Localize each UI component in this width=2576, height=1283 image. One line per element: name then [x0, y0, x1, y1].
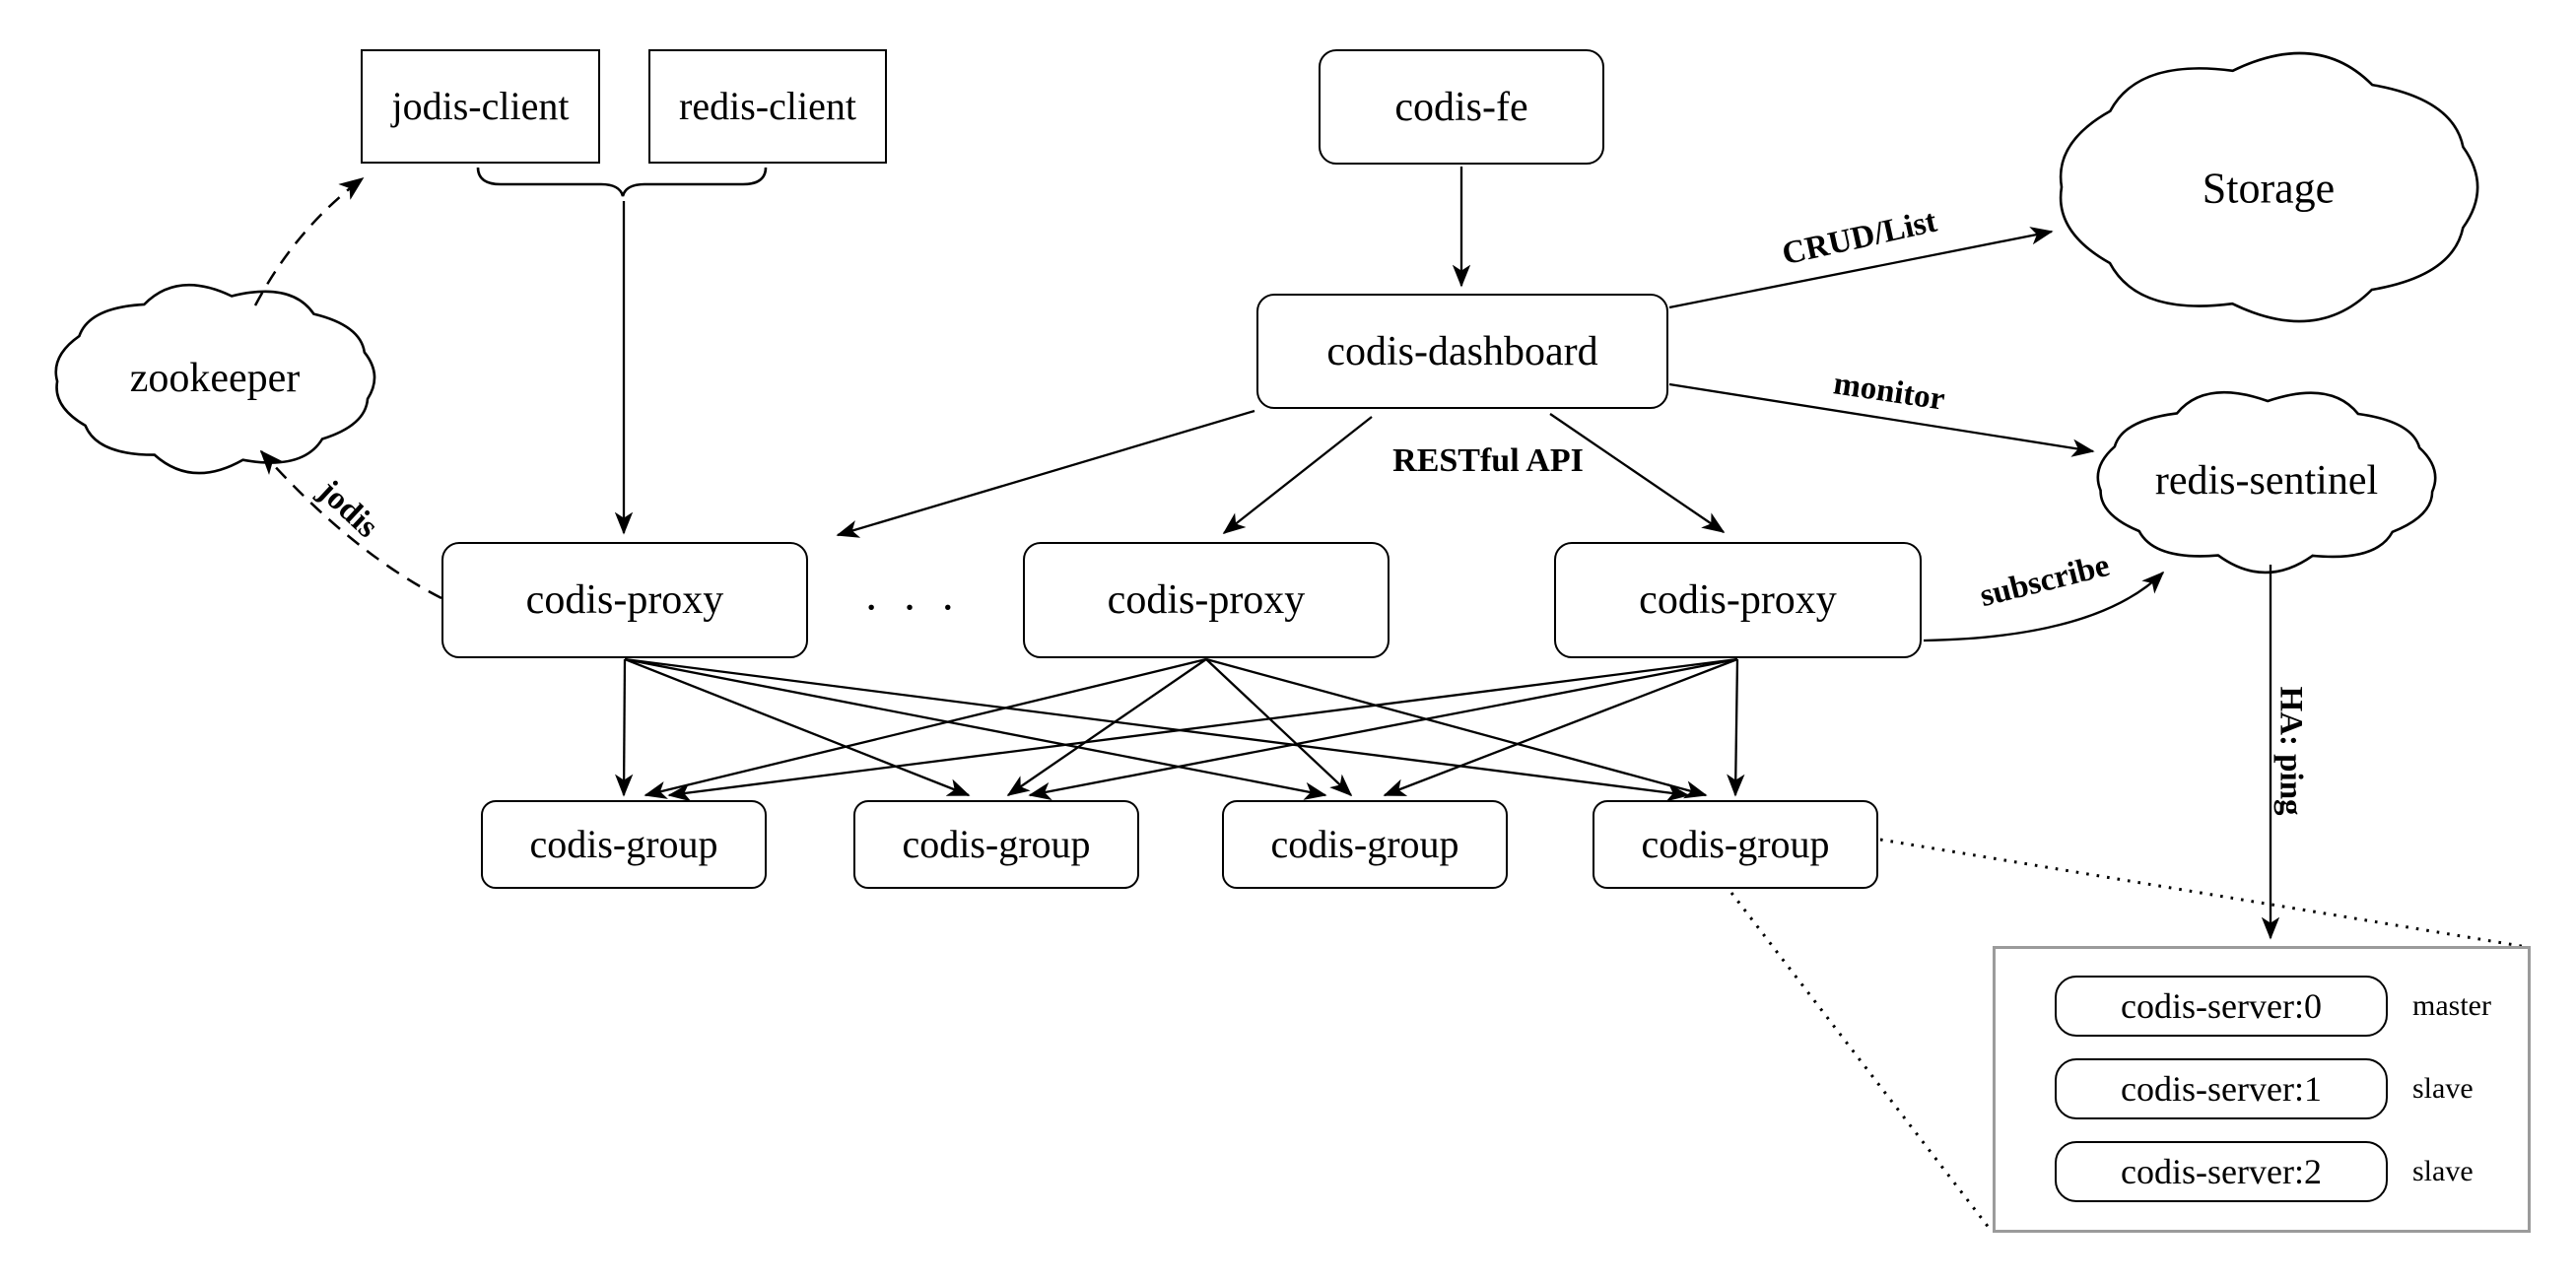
- edge-dashboard-to-sentinel: [1668, 382, 2095, 457]
- clients-brace: [476, 167, 768, 197]
- node-codis-group-4: codis-group: [1593, 800, 1878, 889]
- node-codis-server-1: codis-server:1: [2055, 1058, 2388, 1119]
- edge-proxy-2-to-group-1: [644, 657, 1207, 799]
- server-role-master: master: [2412, 989, 2491, 1022]
- server-role-slave-2: slave: [2412, 1155, 2474, 1187]
- edge-dashboard-to-storage: [1668, 227, 2054, 309]
- node-codis-group-2: codis-group: [853, 800, 1139, 889]
- edge-proxy-3-to-sentinel: [1923, 571, 2165, 642]
- node-codis-proxy-1: codis-proxy: [441, 542, 808, 658]
- cloud-redis-sentinel: [2096, 390, 2437, 574]
- edge-proxy-2-to-group-3: [1205, 658, 1353, 797]
- callout-group-4-to-frame-bottom: [1729, 892, 1992, 1230]
- edge-proxy-2-to-group-2: [1006, 658, 1207, 796]
- cloud-label-redis-sentinel: redis-sentinel: [2154, 458, 2379, 504]
- node-codis-server-0: codis-server:0: [2055, 976, 2388, 1037]
- node-codis-proxy-3: codis-proxy: [1554, 542, 1922, 658]
- edge-proxy-1-to-group-1: [614, 658, 634, 797]
- edge-proxy-1-to-group-2: [624, 657, 971, 797]
- node-codis-group-3: codis-group: [1222, 800, 1508, 889]
- cloud-zookeeper: [54, 283, 376, 475]
- cloud-storage: [2059, 51, 2479, 323]
- proxy-ellipsis: · · ·: [863, 581, 962, 633]
- edge-dashboard-to-proxy-3: [1549, 413, 1726, 533]
- edge-proxy-3-to-group-3: [1383, 657, 1738, 797]
- edge-zookeeper-to-jodis-client: [253, 176, 365, 306]
- node-codis-server-2: codis-server:2: [2055, 1141, 2388, 1202]
- callout-group-4-to-frame-top: [1879, 838, 2528, 949]
- node-jodis-client: jodis-client: [361, 49, 600, 164]
- edge-dashboard-to-proxy-2: [1222, 416, 1373, 534]
- edge-proxy-1-to-zookeeper: [259, 449, 442, 600]
- edge-proxy-1-to-group-4: [624, 657, 1690, 802]
- node-codis-group-1: codis-group: [481, 800, 767, 889]
- node-codis-proxy-2: codis-proxy: [1023, 542, 1390, 658]
- edge-proxy-3-to-group-2: [1028, 657, 1738, 800]
- node-codis-fe: codis-fe: [1319, 49, 1604, 165]
- edge-label-ha-ping: HA: ping: [2272, 686, 2309, 816]
- server-role-slave-1: slave: [2412, 1072, 2474, 1105]
- node-codis-dashboard: codis-dashboard: [1256, 294, 1668, 409]
- cloud-label-storage: Storage: [2202, 164, 2336, 213]
- edge-proxy-1-to-group-3: [624, 657, 1327, 800]
- edge-proxy-3-to-group-4: [1727, 658, 1745, 797]
- cloud-label-zookeeper: zookeeper: [129, 356, 301, 401]
- edge-dashboard-to-proxy-1: [836, 409, 1255, 538]
- edge-label-restful-api: RESTful API: [1392, 442, 1584, 479]
- edge-proxy-2-to-group-4: [1205, 657, 1708, 799]
- edge-proxy-3-to-group-1: [667, 657, 1738, 802]
- node-redis-client: redis-client: [648, 49, 887, 164]
